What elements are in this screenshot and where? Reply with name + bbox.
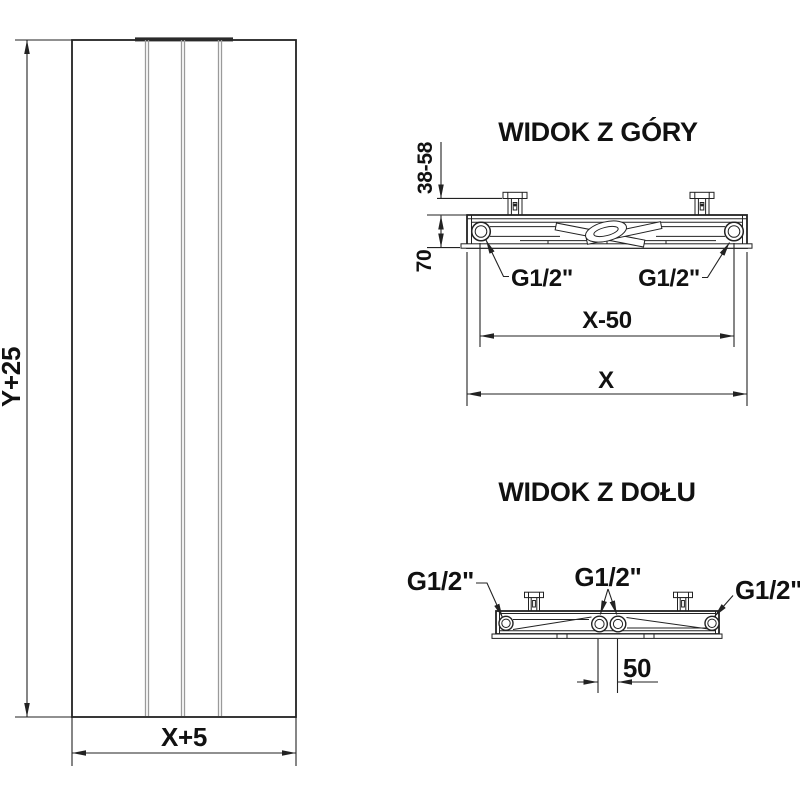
dim-label-center-spacing: 50 [623, 653, 651, 683]
dim-label-depth: 70 [413, 250, 436, 273]
connection-left [470, 221, 492, 242]
dim-label-width: X+5 [161, 722, 207, 752]
connection-span-dimension: X-50 [479, 243, 735, 347]
bottom-conn-left [498, 615, 514, 631]
front-view: Y+25 X+5 [0, 37, 297, 766]
conn-center-label: G1/2" [574, 562, 641, 592]
conn-left-label: G1/2" [407, 566, 474, 596]
dim-label-total-width: X [598, 367, 614, 394]
crossover-loop [584, 220, 628, 243]
dim-label-wall-distance: 38-58 [414, 141, 437, 194]
conn-right-label: G1/2" [638, 265, 700, 292]
bottom-conn-left-label: G1/2" [407, 566, 504, 618]
bottom-view-body [491, 610, 723, 639]
top-conn-right-label: G1/2" [638, 242, 730, 292]
bottom-conn-right [704, 615, 720, 631]
top-view-title: WIDOK Z GÓRY [498, 116, 698, 147]
connection-right [723, 221, 745, 242]
bottom-conn-center-2 [609, 615, 627, 633]
top-collector-edge [135, 37, 233, 42]
wall-distance-dimension: 38-58 [414, 141, 502, 199]
bottom-conn-right-label: G1/2" [714, 575, 800, 617]
conn-left-label: G1/2" [511, 265, 573, 292]
bottom-conn-center-1 [591, 615, 609, 633]
bottom-pipes [512, 616, 713, 630]
bottom-bracket-left [524, 591, 544, 612]
bottom-view-title: WIDOK Z DOŁU [498, 477, 695, 507]
bottom-view: WIDOK Z DOŁU [407, 477, 800, 693]
conn-right-label: G1/2" [735, 575, 800, 605]
dim-label-connection-span: X-50 [582, 307, 632, 334]
bottom-conn-center-label: G1/2" [574, 562, 642, 615]
top-view-body [460, 214, 753, 249]
center-spacing-dimension: 50 [577, 639, 658, 693]
total-width-dimension: X [466, 252, 748, 406]
dim-label-height: Y+25 [0, 347, 26, 407]
top-view: WIDOK Z GÓRY [413, 116, 753, 406]
height-dimension: Y+25 [0, 39, 72, 718]
depth-dimension: 70 [413, 214, 466, 273]
bottom-bracket-right [673, 591, 693, 612]
top-conn-left-label: G1/2" [485, 239, 573, 292]
crossover-pipes [490, 220, 725, 248]
width-dimension: X+5 [71, 717, 297, 766]
panel-grooves [144, 40, 223, 716]
